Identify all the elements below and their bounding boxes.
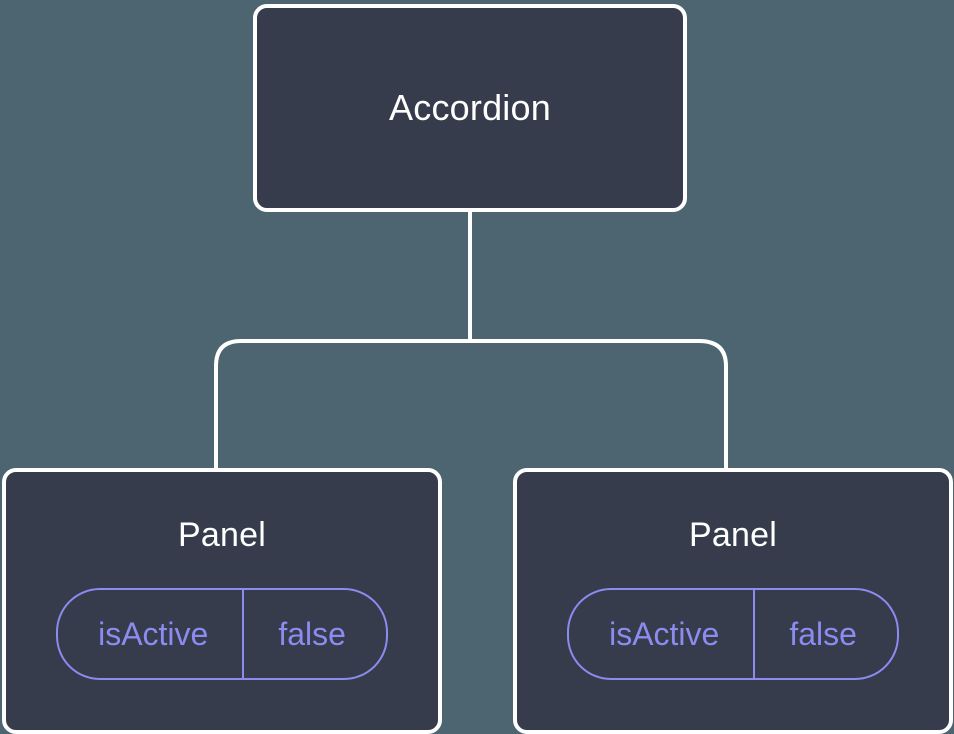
prop-key-isactive-2: isActive (569, 590, 756, 678)
node-panel-1[interactable]: Panel isActive false (2, 468, 442, 734)
node-accordion[interactable]: Accordion (253, 4, 687, 212)
prop-key-isactive-1: isActive (58, 590, 245, 678)
node-panel-2[interactable]: Panel isActive false (513, 468, 953, 734)
node-accordion-label: Accordion (389, 87, 551, 128)
node-panel-2-label: Panel (689, 516, 777, 554)
prop-pill-isactive-1[interactable]: isActive false (56, 588, 388, 680)
connector-branch-bar (214, 339, 728, 470)
prop-value-isactive-1: false (278, 616, 346, 652)
prop-pill-isactive-2[interactable]: isActive false (567, 588, 899, 680)
prop-value-isactive-2: false (789, 616, 857, 652)
node-panel-1-label: Panel (178, 516, 266, 554)
